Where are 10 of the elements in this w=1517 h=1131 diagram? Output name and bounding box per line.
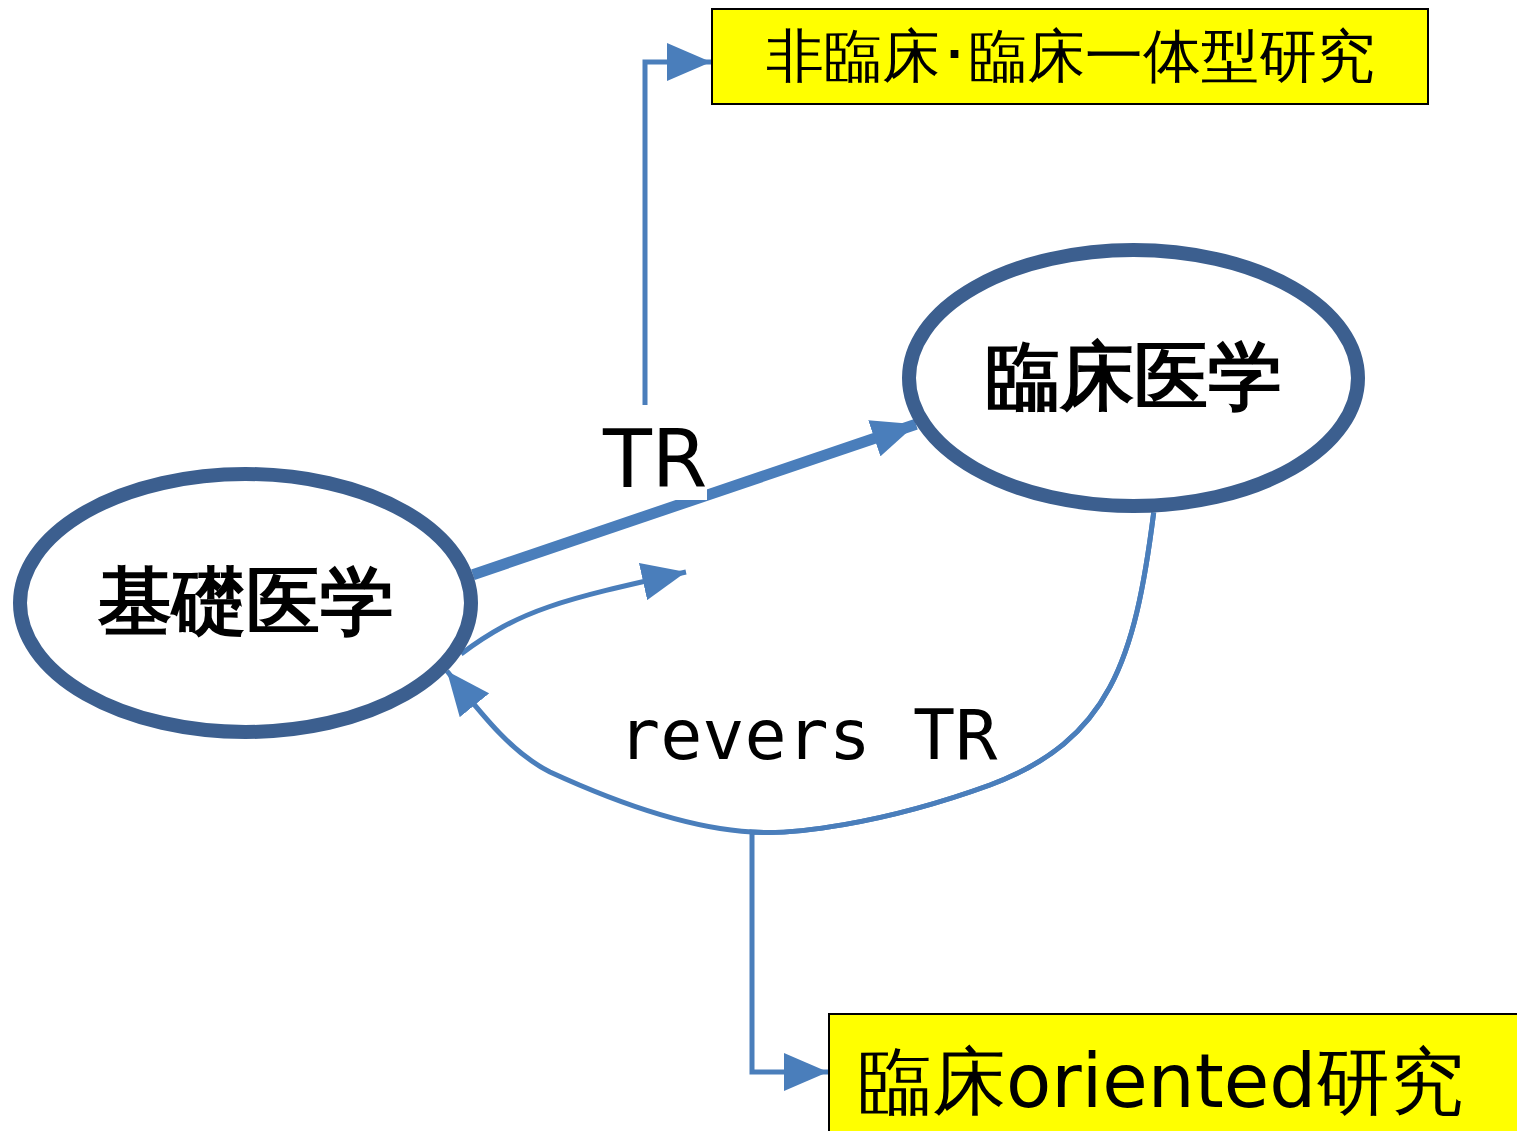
ellipse-node — [13, 467, 478, 739]
text-box: 臨床oriented研究 — [828, 1013, 1517, 1131]
node-label: 臨床医学 — [985, 332, 1282, 421]
arrow — [471, 419, 918, 580]
arrow — [642, 43, 711, 405]
node-label: 基礎医学 — [97, 557, 394, 646]
ellipse-node — [902, 243, 1365, 513]
arrow — [749, 512, 1157, 1091]
text-box: 非臨床･臨床一体型研究 — [711, 8, 1429, 105]
arrow — [459, 563, 687, 656]
